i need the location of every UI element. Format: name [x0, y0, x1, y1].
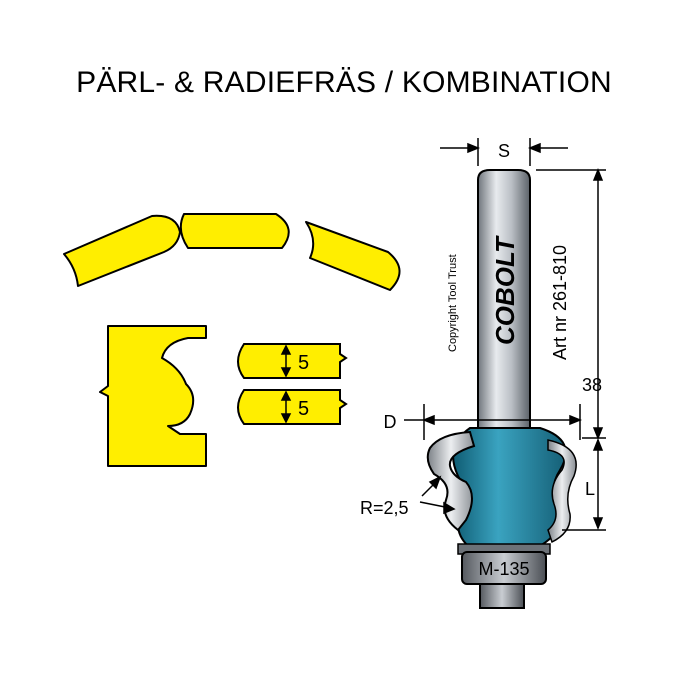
radius-leader: [419, 475, 456, 515]
bearing-code-label: M-135: [478, 559, 529, 579]
bead-segment-left: [63, 214, 181, 287]
bead-segment-middle: [179, 213, 290, 249]
dim-s-label: S: [498, 141, 510, 161]
dim-38: [536, 167, 606, 441]
brand-label: COBOLT: [490, 235, 520, 345]
dim-38-label: 38: [582, 375, 602, 395]
dim-s: [440, 138, 568, 166]
radius-label: R=2,5: [360, 498, 409, 518]
carbide-blade: [426, 430, 476, 532]
page-title: PÄRL- & RADIEFRÄS / KOMBINATION: [76, 66, 612, 99]
pilot-screw: [479, 583, 525, 609]
dim-l: [562, 437, 606, 531]
profile-dim-top-label: 5: [298, 352, 309, 374]
dim-d: [404, 404, 583, 440]
bead-segments: [63, 213, 401, 291]
copyright-label: Copyright Tool Trust: [447, 254, 459, 352]
dim-l-label: L: [585, 479, 595, 499]
bead-segment-right: [305, 221, 401, 291]
article-number-label: Art nr 261-810: [550, 245, 570, 360]
shank: [477, 169, 531, 431]
profile-strip-bottom: [237, 389, 348, 425]
router-bit: M-135: [426, 169, 577, 609]
profile-strips: 5 5: [237, 343, 348, 425]
carbide-blade-right: [547, 439, 577, 544]
profile-strip-top: [237, 343, 348, 379]
workpiece-profile: [99, 325, 207, 467]
dim-d-label: D: [384, 412, 397, 432]
profile-dim-bottom-label: 5: [298, 398, 309, 420]
